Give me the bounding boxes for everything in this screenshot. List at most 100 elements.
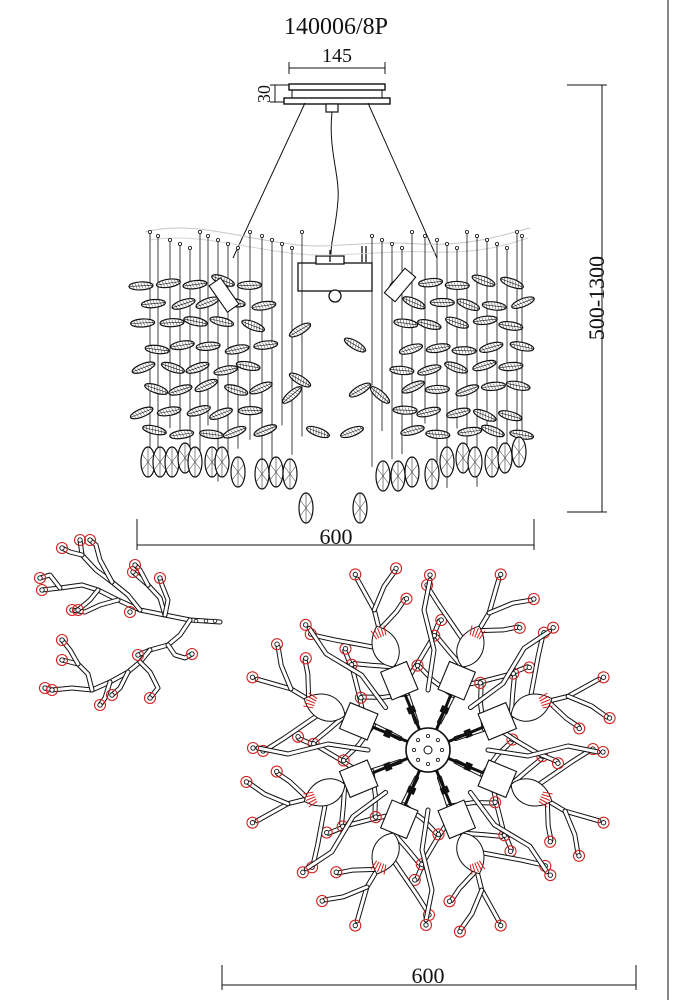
crystal-drop bbox=[268, 456, 284, 488]
branch-tip-marker bbox=[544, 835, 557, 848]
crystal-leaf bbox=[224, 384, 249, 396]
crystal-leaf bbox=[156, 406, 182, 417]
hub-center-hole bbox=[423, 745, 433, 755]
crystal-leaf bbox=[456, 298, 481, 312]
candle-bulb bbox=[510, 778, 553, 807]
suspension-cables bbox=[232, 102, 438, 263]
bulb-holder bbox=[437, 660, 477, 701]
top-width-label: 600 bbox=[412, 963, 445, 988]
crystal-drop bbox=[455, 442, 471, 474]
crystal-leaf bbox=[340, 425, 364, 439]
bulb-filament bbox=[308, 692, 318, 700]
radial-twig bbox=[246, 741, 371, 757]
crystal-leaf bbox=[472, 359, 497, 372]
bulb-filament bbox=[305, 796, 316, 801]
wire-bead bbox=[299, 229, 304, 234]
branch-tip-marker bbox=[573, 722, 586, 735]
hub-bolt bbox=[416, 738, 421, 743]
crystal-leaf bbox=[348, 382, 372, 398]
bulb-filament bbox=[380, 863, 385, 874]
arm-clamp bbox=[406, 785, 417, 795]
crystal-drop bbox=[164, 446, 180, 478]
wire-bead bbox=[147, 229, 152, 234]
bulb-filament bbox=[308, 800, 318, 808]
wire-bead bbox=[279, 241, 284, 246]
crystal-drop bbox=[424, 458, 440, 490]
crystal-leaf bbox=[481, 424, 505, 438]
wire-bead bbox=[269, 237, 274, 242]
branch-tip-marker bbox=[299, 618, 312, 631]
crystal-drop bbox=[497, 442, 513, 474]
wire-bead bbox=[155, 233, 160, 238]
branch-tip-marker bbox=[390, 562, 403, 575]
crystal-leaf bbox=[471, 274, 496, 288]
crystal-leaf bbox=[500, 276, 524, 290]
crystal-drop bbox=[282, 458, 298, 490]
crystal-leaf bbox=[472, 408, 497, 423]
branch-tip-marker bbox=[411, 659, 424, 672]
crystal-leaf bbox=[209, 407, 233, 420]
crystal-drop bbox=[484, 446, 500, 478]
branch-tip-marker bbox=[55, 653, 69, 667]
crystal-leaf bbox=[444, 280, 470, 291]
crystal-leaf bbox=[306, 425, 330, 439]
bulb-filament bbox=[383, 625, 387, 636]
crystal-leaf bbox=[235, 360, 261, 372]
branch-tip-marker bbox=[246, 816, 259, 829]
bulb-filament bbox=[305, 699, 316, 704]
crystal-leaf bbox=[195, 296, 220, 309]
coral-branch bbox=[42, 647, 153, 693]
branch-tip-marker bbox=[299, 652, 312, 665]
center-housing bbox=[297, 246, 373, 303]
branch-tip-marker bbox=[105, 688, 119, 702]
side-branch-outline bbox=[144, 227, 531, 247]
crystal-drop bbox=[298, 492, 314, 524]
crystal-leaf bbox=[505, 380, 531, 391]
bulb-filament bbox=[542, 705, 553, 709]
radial-arm bbox=[447, 626, 616, 770]
crystal-leaf bbox=[389, 365, 415, 376]
branch-tip-marker bbox=[131, 648, 145, 662]
hub-bolt bbox=[435, 738, 440, 743]
coral-branch bbox=[39, 582, 223, 625]
crystal-leaf bbox=[511, 296, 535, 309]
wire-bead bbox=[444, 241, 449, 246]
crystal-leaf bbox=[182, 279, 208, 290]
crystal-leaf bbox=[168, 384, 193, 396]
wire-bead bbox=[515, 229, 520, 234]
wire-bead bbox=[225, 241, 230, 246]
arm-clamp bbox=[439, 785, 450, 795]
bulb-filament bbox=[373, 629, 380, 639]
branch-tip-marker bbox=[494, 568, 507, 581]
hub-bolt bbox=[439, 748, 444, 753]
wire-bead bbox=[205, 233, 210, 238]
bulb-holder bbox=[208, 277, 240, 313]
bulb-filament bbox=[541, 793, 552, 798]
branch-tip-marker bbox=[123, 605, 137, 619]
radial-arm bbox=[246, 638, 409, 767]
candle-bulb bbox=[303, 693, 346, 722]
branch-tip-marker bbox=[572, 849, 586, 862]
branch-tip-marker bbox=[489, 796, 502, 809]
crystal-leaf bbox=[159, 318, 185, 328]
branch-tip-marker bbox=[423, 568, 437, 582]
arm-clamp bbox=[383, 728, 393, 739]
crystal-leaf bbox=[402, 296, 426, 310]
radial-twig bbox=[467, 621, 560, 711]
branch-tip-marker bbox=[354, 691, 367, 704]
crystal-leaf bbox=[140, 298, 166, 309]
branch-tip-marker bbox=[474, 676, 487, 689]
wire-bead bbox=[434, 237, 439, 242]
branch-tip-marker bbox=[443, 895, 456, 908]
arm-clamp bbox=[463, 761, 473, 772]
bulb-holder bbox=[477, 759, 518, 799]
radial-twig bbox=[421, 568, 437, 693]
bulb-filament bbox=[539, 798, 549, 805]
crystal-drop bbox=[230, 456, 246, 488]
wire-bead bbox=[494, 241, 499, 246]
radial-twig bbox=[485, 743, 610, 759]
wire-bead bbox=[177, 241, 182, 246]
branch-tip-marker bbox=[71, 603, 85, 617]
crystal-leaf bbox=[479, 341, 504, 353]
